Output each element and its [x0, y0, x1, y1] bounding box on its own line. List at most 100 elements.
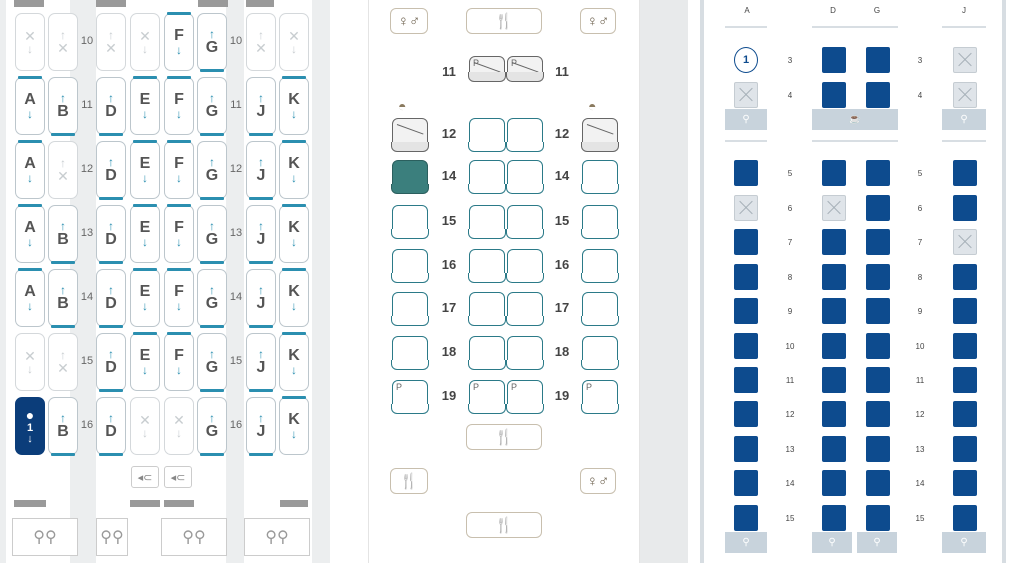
seat-12-j[interactable]	[953, 401, 977, 427]
seat-11-k[interactable]: K↓	[279, 76, 309, 135]
seat-13-e[interactable]: E↓	[130, 204, 160, 263]
seat-10-g[interactable]: ↑G	[197, 13, 227, 72]
seat-3-a[interactable]: 1	[734, 47, 758, 73]
seat-14-2[interactable]	[506, 160, 544, 194]
seat-19-2[interactable]: P	[506, 380, 544, 414]
seat-12-0[interactable]	[391, 118, 429, 152]
seat-12-f[interactable]: F↓	[164, 140, 194, 199]
seat-19-0[interactable]: P	[391, 380, 429, 414]
seat-16-1[interactable]	[468, 249, 506, 283]
seat-12-g[interactable]: ↑G	[197, 141, 227, 200]
seat-13-b[interactable]: ↑B	[48, 205, 78, 264]
seat-14-3[interactable]	[581, 160, 619, 194]
seat-18-0[interactable]	[391, 336, 429, 370]
seat-4-g[interactable]	[866, 82, 890, 108]
seat-13-g[interactable]: ↑G	[197, 205, 227, 264]
seat-12-d[interactable]	[822, 401, 846, 427]
seat-8-g[interactable]	[866, 264, 890, 290]
seat-14-b[interactable]: ↑B	[48, 269, 78, 328]
seat-7-a[interactable]	[734, 229, 758, 255]
seat-13-a[interactable]	[734, 436, 758, 462]
seat-11-b[interactable]: ↑B	[48, 77, 78, 136]
seat-12-e[interactable]: E↓	[130, 140, 160, 199]
seat-14-e[interactable]: E↓	[130, 268, 160, 327]
seat-16-k[interactable]: K↓	[279, 396, 309, 455]
seat-15-2[interactable]	[506, 205, 544, 239]
seat-5-g[interactable]	[866, 160, 890, 186]
seat-14-a[interactable]: A↓	[15, 268, 45, 327]
seat-14-d[interactable]: ↑D	[96, 269, 126, 328]
seat-16-3[interactable]	[581, 249, 619, 283]
seat-12-k[interactable]: K↓	[279, 140, 309, 199]
seat-18-3[interactable]	[581, 336, 619, 370]
seat-9-a[interactable]	[734, 298, 758, 324]
seat-15-d[interactable]: ↑D	[96, 333, 126, 392]
seat-14-a[interactable]	[734, 470, 758, 496]
seat-14-k[interactable]: K↓	[279, 268, 309, 327]
seat-10-a[interactable]	[734, 333, 758, 359]
seat-8-d[interactable]	[822, 264, 846, 290]
seat-17-1[interactable]	[468, 292, 506, 326]
seat-15-k[interactable]: K↓	[279, 332, 309, 391]
seat-3-g[interactable]	[866, 47, 890, 73]
seat-5-j[interactable]	[953, 160, 977, 186]
seat-16-j[interactable]: ↑J	[246, 397, 276, 456]
seat-15-g[interactable]	[866, 505, 890, 531]
seat-14-j[interactable]: ↑J	[246, 269, 276, 328]
seat-9-d[interactable]	[822, 298, 846, 324]
seat-15-0[interactable]	[391, 205, 429, 239]
seat-11-f[interactable]: F↓	[164, 76, 194, 135]
seat-14-g[interactable]	[866, 470, 890, 496]
seat-16-0[interactable]	[391, 249, 429, 283]
seat-11-1[interactable]: P	[506, 56, 544, 82]
seat-14-0[interactable]	[391, 160, 429, 194]
seat-6-j[interactable]	[953, 195, 977, 221]
seat-13-f[interactable]: F↓	[164, 204, 194, 263]
seat-12-d[interactable]: ↑D	[96, 141, 126, 200]
seat-3-d[interactable]	[822, 47, 846, 73]
seat-12-2[interactable]	[506, 118, 544, 152]
seat-13-g[interactable]	[866, 436, 890, 462]
seat-7-d[interactable]	[822, 229, 846, 255]
seat-11-g[interactable]	[866, 367, 890, 393]
seat-16-g[interactable]: ↑G	[197, 397, 227, 456]
seat-12-g[interactable]	[866, 401, 890, 427]
seat-16-a[interactable]: ●1↓	[15, 397, 45, 455]
seat-16-d[interactable]: ↑D	[96, 397, 126, 456]
seat-11-j[interactable]	[953, 367, 977, 393]
seat-6-g[interactable]	[866, 195, 890, 221]
seat-7-g[interactable]	[866, 229, 890, 255]
seat-15-j[interactable]	[953, 505, 977, 531]
seat-4-d[interactable]	[822, 82, 846, 108]
seat-17-0[interactable]	[391, 292, 429, 326]
seat-12-j[interactable]: ↑J	[246, 141, 276, 200]
seat-13-a[interactable]: A↓	[15, 204, 45, 263]
seat-11-0[interactable]: P	[468, 56, 506, 82]
seat-8-a[interactable]	[734, 264, 758, 290]
seat-11-g[interactable]: ↑G	[197, 77, 227, 136]
seat-16-2[interactable]	[506, 249, 544, 283]
seat-12-a[interactable]	[734, 401, 758, 427]
seat-15-f[interactable]: F↓	[164, 332, 194, 391]
seat-14-1[interactable]	[468, 160, 506, 194]
seat-9-j[interactable]	[953, 298, 977, 324]
seat-15-a[interactable]	[734, 505, 758, 531]
seat-10-j[interactable]	[953, 333, 977, 359]
seat-14-d[interactable]	[822, 470, 846, 496]
seat-15-e[interactable]: E↓	[130, 332, 160, 391]
seat-17-2[interactable]	[506, 292, 544, 326]
seat-15-j[interactable]: ↑J	[246, 333, 276, 392]
seat-15-d[interactable]	[822, 505, 846, 531]
seat-11-a[interactable]	[734, 367, 758, 393]
seat-18-2[interactable]	[506, 336, 544, 370]
seat-17-3[interactable]	[581, 292, 619, 326]
seat-11-d[interactable]	[822, 367, 846, 393]
seat-11-a[interactable]: A↓	[15, 76, 45, 135]
seat-10-g[interactable]	[866, 333, 890, 359]
seat-14-g[interactable]: ↑G	[197, 269, 227, 328]
seat-13-j[interactable]: ↑J	[246, 205, 276, 264]
seat-19-3[interactable]: P	[581, 380, 619, 414]
seat-15-g[interactable]: ↑G	[197, 333, 227, 392]
seat-13-k[interactable]: K↓	[279, 204, 309, 263]
seat-10-f[interactable]: F↓	[164, 12, 194, 71]
